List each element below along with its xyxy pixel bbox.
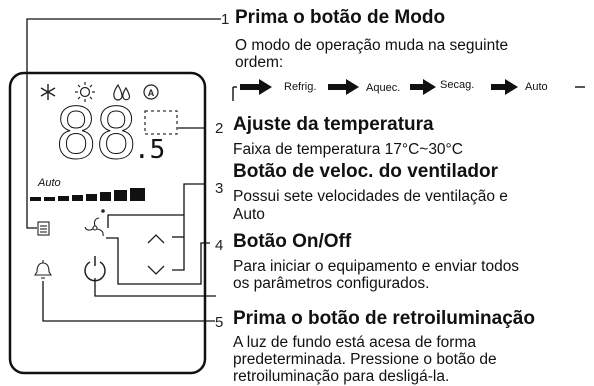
auto-indicator: Auto <box>38 177 61 189</box>
down-arrow-icon[interactable] <box>147 265 165 275</box>
mode-aquec-label: Aquec. <box>366 82 401 94</box>
callout-5-line-3: retroiluminação para desligá-la. <box>233 368 450 385</box>
mode-sequence-flow <box>232 79 585 101</box>
callout-5-title: Prima o botão de retroiluminação <box>233 308 535 329</box>
fan-callout-line-2: Auto <box>233 206 265 223</box>
callout-number-3: 3 <box>215 180 224 197</box>
sun-icon <box>75 82 95 102</box>
callout-4-line-2: os parâmetros configurados. <box>233 275 430 292</box>
callout-5-line-1: A luz de fundo está acesa de forma <box>233 334 476 351</box>
callout-4-title: Botão On/Off <box>233 231 352 252</box>
callout-2-title: Ajuste da temperatura <box>233 114 434 135</box>
callout-5-line-2: predeterminada. Pressione o botão de <box>233 351 497 368</box>
dashed-indicator <box>144 110 178 135</box>
svg-text:A: A <box>148 88 155 98</box>
mode-secag-label: Secag. <box>440 79 475 91</box>
callout-number-2: 2 <box>215 120 224 137</box>
bell-icon[interactable] <box>33 260 53 279</box>
callout-1-line-1: O modo de operação muda na seguinte <box>235 37 509 54</box>
callout-number-5: 5 <box>215 314 224 331</box>
center-dot <box>101 209 105 213</box>
callout-4-line-1: Para iniciar o equipamento e enviar todo… <box>233 258 520 275</box>
temperature-decimal: .5 <box>134 135 166 165</box>
drops-icon <box>113 83 131 101</box>
snowflake-icon <box>40 84 56 100</box>
fan-callout-line-1: Possui sete velocidades de ventilação e <box>233 188 508 205</box>
mode-refrig-label: Refrig. <box>284 81 317 93</box>
fan-speed-bars <box>30 188 145 201</box>
fan-callout-title: Botão de veloc. do ventilador <box>233 161 498 182</box>
callout-2-line-1: Faixa de temperatura 17°C~30°C <box>233 141 463 158</box>
menu-icon[interactable] <box>37 221 50 236</box>
leader-lines <box>26 18 223 322</box>
callout-number-4: 4 <box>215 237 224 254</box>
fan-icon[interactable] <box>84 217 104 237</box>
callout-1-line-2: ordem: <box>235 54 284 71</box>
mode-auto-label: Auto <box>525 81 548 93</box>
callout-number-1: 1 <box>221 11 230 28</box>
temperature-digits: 88 <box>54 93 137 175</box>
auto-mode-icon: A <box>143 84 159 100</box>
callout-1-title: Prima o botão de Modo <box>235 7 446 28</box>
up-arrow-icon[interactable] <box>147 234 165 244</box>
